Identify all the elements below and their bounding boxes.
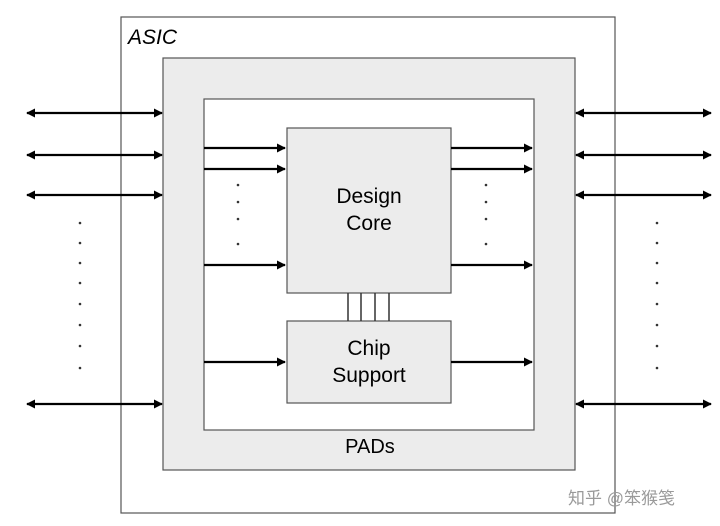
design-core-line1: Design (336, 185, 402, 208)
core-output-arrows (451, 143, 533, 367)
pads-label: PADs (345, 436, 395, 458)
left-io-arrows (26, 108, 163, 409)
left-io-ellipsis (78, 221, 82, 370)
chip-support-block (286, 320, 452, 404)
design-core-block (286, 127, 452, 294)
core-support-bus (347, 293, 390, 321)
core-output-ellipsis (484, 183, 488, 246)
core-input-arrows (204, 143, 286, 367)
right-io-arrows (575, 108, 712, 409)
chip-support-label: Chip Support (287, 334, 451, 390)
asic-label: ASIC (128, 26, 178, 49)
core-input-ellipsis (236, 183, 240, 246)
chip-support-line2: Support (332, 364, 406, 387)
right-io-ellipsis (655, 221, 659, 370)
design-core-label: Design Core (287, 180, 451, 240)
author-watermark: 知乎 @笨猴笺 (568, 489, 675, 508)
design-core-line2: Core (346, 212, 392, 235)
chip-support-line1: Chip (347, 337, 391, 360)
